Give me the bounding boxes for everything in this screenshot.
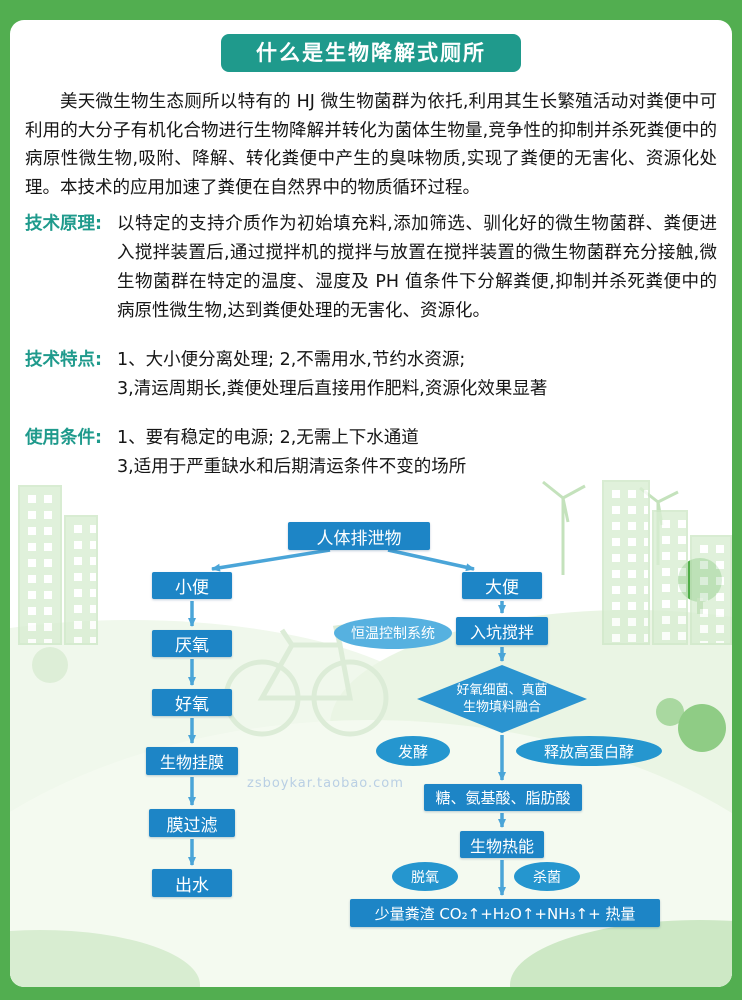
content-card: 什么是生物降解式厕所 美天微生物生态厕所以特有的 HJ 微生物菌群为依托,利用其… (10, 20, 732, 987)
section-conditions-label: 使用条件: (25, 428, 102, 448)
flow-node-root: 人体排泄物 (288, 522, 430, 550)
diamond-text-line1: 好氧细菌、真菌 (456, 683, 548, 698)
intro-paragraph: 美天微生物生态厕所以特有的 HJ 微生物菌群为依托,利用其生长繁殖活动对粪便中可… (25, 92, 717, 198)
section-principle: 技术原理: 以特定的支持介质作为初始填充料,添加筛选、驯化好的微生物菌群、粪便进… (25, 210, 717, 326)
section-features: 技术特点: 1、大小便分离处理; 2,不需用水,节约水资源; 3,清运周期长,粪… (25, 346, 717, 404)
watermark: zsboykar.taobao.com (247, 776, 404, 791)
flow-node-temp-control: 恒温控制系统 (334, 617, 452, 649)
conditions-line-2: 3,适用于严重缺水和后期清运条件不变的场所 (117, 457, 467, 477)
section-principle-label: 技术原理: (25, 214, 102, 234)
section-conditions-text: 1、要有稳定的电源; 2,无需上下水通道 3,适用于严重缺水和后期清运条件不变的… (117, 424, 717, 482)
flow-node-urine: 小便 (152, 572, 232, 599)
flow-node-deoxidize: 脱氧 (392, 862, 458, 891)
conditions-line-1: 1、要有稳定的电源; 2,无需上下水通道 (117, 428, 419, 448)
flow-node-pit-stir: 入坑搅拌 (456, 617, 548, 645)
flow-node-final-output: 少量粪渣 CO₂↑+H₂O↑+NH₃↑+ 热量 (350, 899, 660, 927)
building-icon (602, 480, 650, 645)
flow-node-sterilize: 杀菌 (514, 862, 580, 891)
diamond-text-line2: 生物填料融合 (462, 700, 541, 715)
flow-node-protein-enzyme: 释放高蛋白酵 (516, 736, 662, 766)
flow-node-outflow: 出水 (152, 869, 232, 897)
flow-node-anaerobic: 厌氧 (152, 630, 232, 657)
section-features-text: 1、大小便分离处理; 2,不需用水,节约水资源; 3,清运周期长,粪便处理后直接… (117, 346, 717, 404)
flow-arrows (188, 548, 506, 896)
section-features-label: 技术特点: (25, 350, 102, 370)
building-icon (18, 485, 62, 645)
building-icon (64, 515, 98, 645)
features-line-2: 3,清运周期长,粪便处理后直接用作肥料,资源化效果显著 (117, 379, 548, 399)
flow-node-feces: 大便 (462, 572, 542, 599)
building-icon (652, 510, 688, 645)
section-conditions: 使用条件: 1、要有稳定的电源; 2,无需上下水通道 3,适用于严重缺水和后期清… (25, 424, 717, 482)
page-title: 什么是生物降解式厕所 (221, 34, 521, 72)
features-line-1: 1、大小便分离处理; 2,不需用水,节约水资源; (117, 350, 466, 370)
flow-node-aerobic: 好氧 (152, 689, 232, 716)
flow-node-ferment: 发酵 (376, 736, 450, 766)
flowchart: zsboykar.taobao.com (10, 480, 732, 987)
building-icon (690, 535, 732, 645)
flow-node-biofilm: 生物挂膜 (146, 747, 238, 775)
section-principle-text: 以特定的支持介质作为初始填充料,添加筛选、驯化好的微生物菌群、粪便进入搅拌装置后… (117, 214, 717, 321)
flow-node-membrane-filter: 膜过滤 (149, 809, 235, 837)
flow-node-sugar-acid: 糖、氨基酸、脂肪酸 (424, 784, 582, 811)
flow-node-bio-heat: 生物热能 (460, 831, 544, 858)
